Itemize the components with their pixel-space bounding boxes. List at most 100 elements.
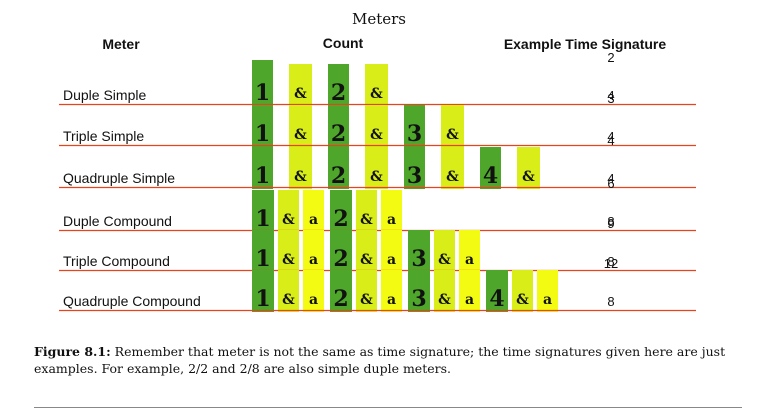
beat-block: [408, 270, 430, 312]
subdivision-label: a: [387, 252, 396, 268]
beat-number: 1: [255, 121, 270, 147]
signature-column-header: Example Time Signature: [504, 36, 667, 52]
beat-block: [328, 105, 349, 147]
beat-block: [404, 105, 425, 147]
signature-top: 3: [607, 91, 614, 106]
subdivision-label: &: [516, 292, 529, 308]
subdivision-block: [434, 230, 455, 272]
subdivision-block: [441, 147, 464, 189]
subdivision-block: [356, 270, 377, 312]
subdivision-label: &: [360, 212, 373, 228]
beat-block: [252, 60, 273, 106]
beat-block: [328, 147, 349, 189]
subdivision-block: [278, 190, 299, 232]
meter-name: Quadruple Simple: [63, 170, 175, 186]
subdivision-label: &: [438, 292, 451, 308]
beat-number: 2: [333, 286, 348, 312]
subdivision-block: [278, 270, 299, 312]
subdivision-label: &: [370, 127, 383, 143]
beat-number: 2: [331, 121, 346, 147]
subdivision-label: &: [370, 86, 383, 102]
subdivision-block: [289, 147, 312, 189]
signature-top: 12: [604, 256, 618, 271]
caption-text: Remember that meter is not the same as t…: [34, 344, 726, 376]
beat-number: 3: [411, 246, 426, 272]
signature-top: 2: [607, 50, 614, 65]
subdivision-label: a: [543, 292, 552, 308]
subdivision-block: [365, 147, 388, 189]
beat-block: [330, 270, 352, 312]
subdivision-block: [278, 230, 299, 272]
meter-name: Duple Compound: [63, 213, 172, 229]
beat-block: [330, 190, 352, 232]
subdivision-block: [441, 105, 464, 147]
signature-bottom: 4: [607, 88, 614, 103]
diagram-title: Meters: [352, 10, 406, 28]
beat-block: [486, 270, 508, 312]
beat-block: [480, 147, 501, 189]
signature-bottom: 4: [607, 129, 614, 144]
subdivision-label: &: [446, 127, 459, 143]
meter-name: Triple Compound: [63, 253, 170, 269]
subdivision-block: [356, 190, 377, 232]
beat-block: [328, 64, 349, 106]
subdivision-label: a: [387, 292, 396, 308]
subdivision-block: [303, 190, 324, 232]
beat-block: [330, 230, 352, 272]
beat-number: 1: [255, 286, 270, 312]
bottom-rule: [34, 407, 742, 408]
subdivision-block: [289, 64, 312, 106]
subdivision-label: &: [360, 292, 373, 308]
subdivision-block: [512, 270, 533, 312]
beat-number: 1: [255, 80, 270, 106]
meter-name: Duple Simple: [63, 87, 146, 103]
beat-block: [252, 230, 274, 272]
subdivision-label: a: [309, 292, 318, 308]
beat-number: 3: [407, 121, 422, 147]
subdivision-block: [303, 230, 324, 272]
subdivision-block: [381, 270, 402, 312]
signature-top: 6: [607, 176, 614, 191]
caption-label: Figure 8.1:: [34, 344, 111, 359]
signature-top: 9: [607, 216, 614, 231]
count-column-header: Count: [323, 35, 364, 51]
subdivision-block: [537, 270, 558, 312]
beat-number: 1: [255, 206, 270, 232]
beat-block: [408, 230, 430, 272]
subdivision-label: &: [446, 169, 459, 185]
beat-block: [252, 147, 273, 189]
subdivision-label: &: [370, 169, 383, 185]
subdivision-block: [459, 230, 480, 272]
subdivision-label: &: [294, 169, 307, 185]
beat-block: [252, 270, 274, 312]
signature-bottom: 4: [607, 171, 614, 186]
subdivision-label: &: [282, 292, 295, 308]
subdivision-label: &: [438, 252, 451, 268]
beat-number: 2: [333, 206, 348, 232]
subdivision-label: a: [309, 252, 318, 268]
subdivision-block: [459, 270, 480, 312]
beat-number: 1: [255, 246, 270, 272]
subdivision-block: [434, 270, 455, 312]
meters-diagram: Meters Meter Count Example Time Signatur…: [59, 10, 696, 312]
beat-number: 2: [333, 246, 348, 272]
beat-number: 3: [407, 163, 422, 189]
subdivision-block: [289, 105, 312, 147]
subdivision-block: [365, 64, 388, 106]
subdivision-label: &: [522, 169, 535, 185]
signature-bottom: 8: [607, 214, 614, 229]
subdivision-block: [356, 230, 377, 272]
beat-number: 3: [411, 286, 426, 312]
beat-block: [404, 147, 425, 189]
subdivision-block: [381, 190, 402, 232]
subdivision-label: &: [294, 86, 307, 102]
signature-top: 4: [607, 133, 614, 148]
subdivision-label: &: [282, 212, 295, 228]
subdivision-label: a: [387, 212, 396, 228]
